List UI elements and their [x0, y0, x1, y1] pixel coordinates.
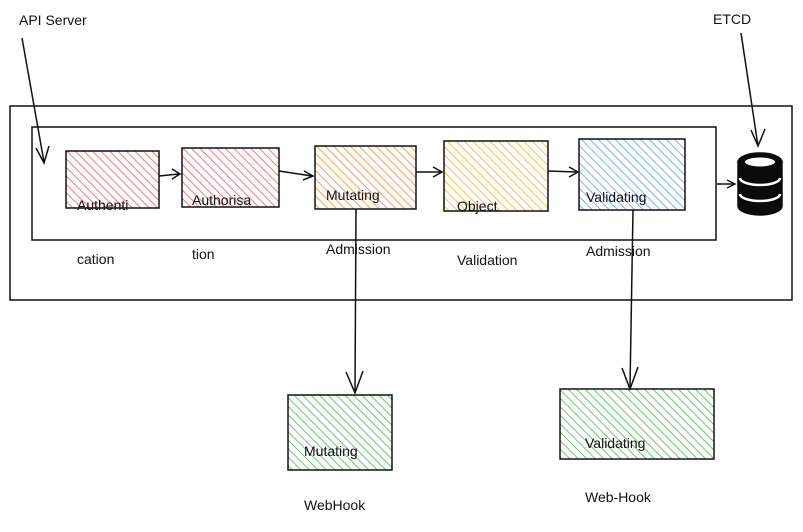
validating-admission-box[interactable] [578, 138, 686, 211]
mutating-admission-box[interactable] [314, 145, 417, 210]
arrow-object-validation-to-validating-admission [547, 166, 580, 178]
validating-webhook-box[interactable] [559, 388, 715, 460]
api-server-outer-box [9, 105, 793, 301]
authorisation-box[interactable] [181, 147, 280, 208]
api-server-label: API Server [19, 12, 87, 28]
database-icon [737, 152, 783, 216]
authentication-box[interactable] [65, 150, 160, 209]
diagram-canvas [9, 32, 793, 471]
admission-pipeline-box [31, 126, 717, 241]
api-server-pointer-arrow [21, 37, 50, 165]
arrow-authorisation-to-mutating-admission [278, 170, 315, 181]
arrow-mutating-admission-to-object-validation [416, 166, 444, 178]
etcd-label: ETCD [713, 11, 752, 27]
arrow-authentication-to-authorisation [158, 168, 182, 180]
mutating-webhook-label-line2: WebHook [304, 497, 366, 513]
arrow-validating-admission-to-webhook [621, 209, 639, 392]
etcd-pointer-arrow [740, 32, 766, 148]
object-validation-box[interactable] [443, 140, 549, 212]
arrow-validating-admission-to-etcd [717, 179, 737, 189]
validating-webhook-label-line2: Web-Hook [585, 489, 651, 505]
arrow-mutating-admission-to-webhook [345, 208, 364, 396]
mutating-webhook-box[interactable] [287, 394, 393, 471]
